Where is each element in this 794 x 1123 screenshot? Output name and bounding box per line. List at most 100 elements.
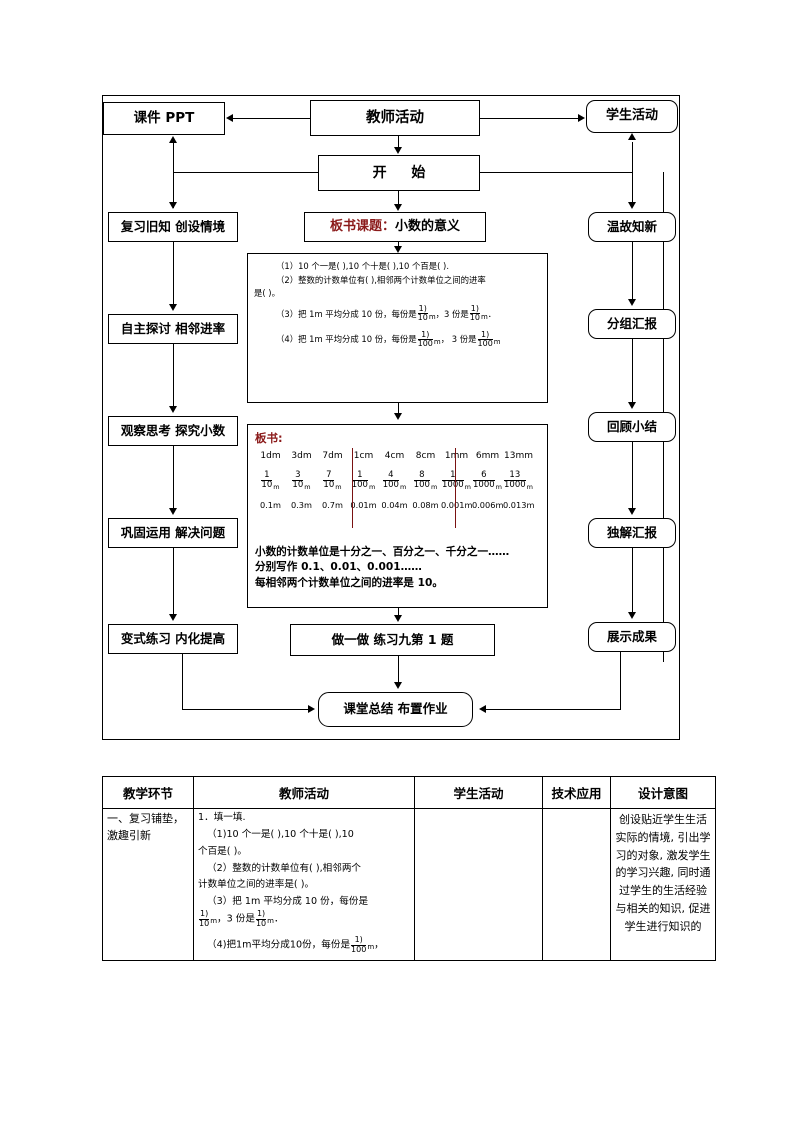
arrow-down-left4 [169,508,177,515]
node-label: 独解汇报 [606,524,657,540]
node-left-explore[interactable]: 自主探讨 相邻进率 [108,314,238,344]
blackboard-row-lengths: 1dm 3dm 7dm 1cm 4cm 8cm 1mm 6mm 13mm [255,451,540,463]
connector-exercise-to-board [398,403,400,414]
node-right-review[interactable]: 温故知新 [588,212,676,242]
connector-board-to-doit [398,608,400,616]
node-courseware-ppt[interactable]: 课件 PPT [103,102,225,135]
exercise-line-3-b: ，3 份是 [435,308,469,319]
node-label: 课件 PPT [133,109,195,126]
decimal-cell: 0.1m [260,500,281,511]
node-right-show-results[interactable]: 展示成果 [588,622,676,652]
cell-student-activity [414,808,543,961]
exercise-line-1: （1）10 个一是( ),10 个十是( ),10 个百是( ). [276,261,449,271]
arrow-left-summary-right [479,705,486,713]
decimal-cell: 0.001m [441,500,473,511]
table-row: 一、复习铺垫，激趣引新 1．填一填. （1)10 个一是( ),10 个十是( … [102,808,716,961]
node-right-recap[interactable]: 回顾小结 [588,412,676,442]
connector-right-3-4 [632,442,634,510]
node-label: 温故知新 [606,218,657,234]
unit-meter: m [493,338,501,347]
arrow-down-left3 [169,406,177,413]
arrow-down-summary [394,682,402,689]
header-stage: 教学环节 [102,776,194,809]
arrow-up-courseware [169,136,177,143]
exercise-line-2b: 是( )。 [254,288,280,298]
cell-teacher-activity: 1．填一填. （1)10 个一是( ),10 个十是( ),10 个百是( )。… [193,808,415,961]
node-label: 回顾小结 [606,418,657,434]
decimal-cell: 0.006m [472,500,504,511]
exercise-line-4-b: ， 3 份是 [440,334,477,345]
connector-doit-to-summary [398,656,400,684]
node-teacher-activity[interactable]: 教师活动 [310,100,480,136]
length-cell: 1dm [260,451,281,461]
connector-teacher-to-student [480,118,578,120]
blackboard-conclusion-1: 小数的计数单位是十分之一、百分之一、千分之一…… [255,546,510,558]
connector-teacher-to-start [398,136,400,148]
connector-left5-down [182,654,184,710]
node-right-solo-report[interactable]: 独解汇报 [588,518,676,548]
arrow-down-start [394,147,402,154]
header-design-intent: 设计意图 [610,776,716,809]
connector-title-to-exercise [398,242,400,247]
node-do-it-exercise[interactable]: 做一做 练习九第 1 题 [290,624,495,656]
length-cell: 6mm [475,451,500,461]
node-right-group-report[interactable]: 分组汇报 [588,309,676,339]
panel-exercise-questions: （1）10 个一是( ),10 个十是( ),10 个百是( ). （2）整数的… [247,253,548,403]
node-left-review[interactable]: 复习旧知 创设情境 [108,212,238,242]
connector-left-3-4 [173,446,175,510]
fraction-one-hundredth-2: 1)100 [477,329,493,349]
node-label: 学生活动 [605,108,658,124]
blackboard-divider-1 [352,448,353,528]
unit-meter: m [480,312,488,321]
blackboard-divider-2 [455,448,456,528]
exercise-line-4-a: （4）把 1m 平均分成 10 份，每份是 [276,334,417,345]
node-left-consolidate[interactable]: 巩固运用 解决问题 [108,518,238,548]
node-label: 观察思考 探究小数 [120,422,226,438]
fraction-one-tenth: 1)10 [199,909,210,928]
unit-meter: m [433,338,441,347]
length-cell: 4cm [384,451,405,461]
connector-left-4-5 [173,548,175,616]
length-cell: 13mm [504,451,533,461]
node-label: 课堂总结 布置作业 [343,701,448,717]
connector-right5-to-summary [486,709,620,711]
connector-start-to-title [398,191,400,205]
blackboard-row-decimals: 0.1m 0.3m 0.7m 0.01m 0.04m 0.08m 0.001m … [255,497,540,510]
connector-right5-down [620,652,622,710]
node-left-observe[interactable]: 观察思考 探究小数 [108,416,238,446]
header-technology: 技术应用 [542,776,611,809]
teacher-line-2: 个百是( )。 [198,845,247,857]
arrow-down-right2 [628,299,636,306]
length-cell: 1mm [444,451,469,461]
cell-design-intent: 创设贴近学生生活实际的情境, 引出学习的对象, 激发学生的学习兴趣, 同时通过学… [610,808,716,961]
length-cell: 3dm [291,451,312,461]
title-main: 小数的意义 [395,218,461,234]
node-student-activity[interactable]: 学生活动 [586,100,678,133]
connector-right-2-3 [632,339,634,404]
node-start[interactable]: 开 始 [318,155,480,191]
node-left-variation[interactable]: 变式练习 内化提高 [108,624,238,654]
panel-blackboard: 板书: 1dm 3dm 7dm 1cm 4cm 8cm 1mm 6mm 13mm… [247,424,548,608]
node-label: 展示成果 [606,628,657,644]
decimal-cell: 0.3m [291,500,312,511]
node-class-summary[interactable]: 课堂总结 布置作业 [318,692,473,727]
blackboard-conclusion-2: 分别写作 0.1、0.01、0.001…… [255,561,422,574]
arrow-down-doit [394,615,402,622]
node-label: 复习旧知 创设情境 [120,218,226,234]
connector-right-1-2 [632,242,634,301]
exercise-line-2: （2）整数的计数单位有( ),相邻两个计数单位之间的进率 [276,274,486,285]
decimal-cell: 0.7m [322,500,343,511]
arrow-down-title [394,204,402,211]
node-label: 变式练习 内化提高 [120,630,226,646]
node-label: 教师活动 [366,109,424,126]
arrow-down-left1 [169,202,177,209]
node-lesson-title[interactable]: 板书课题：小数的意义 [304,212,486,242]
